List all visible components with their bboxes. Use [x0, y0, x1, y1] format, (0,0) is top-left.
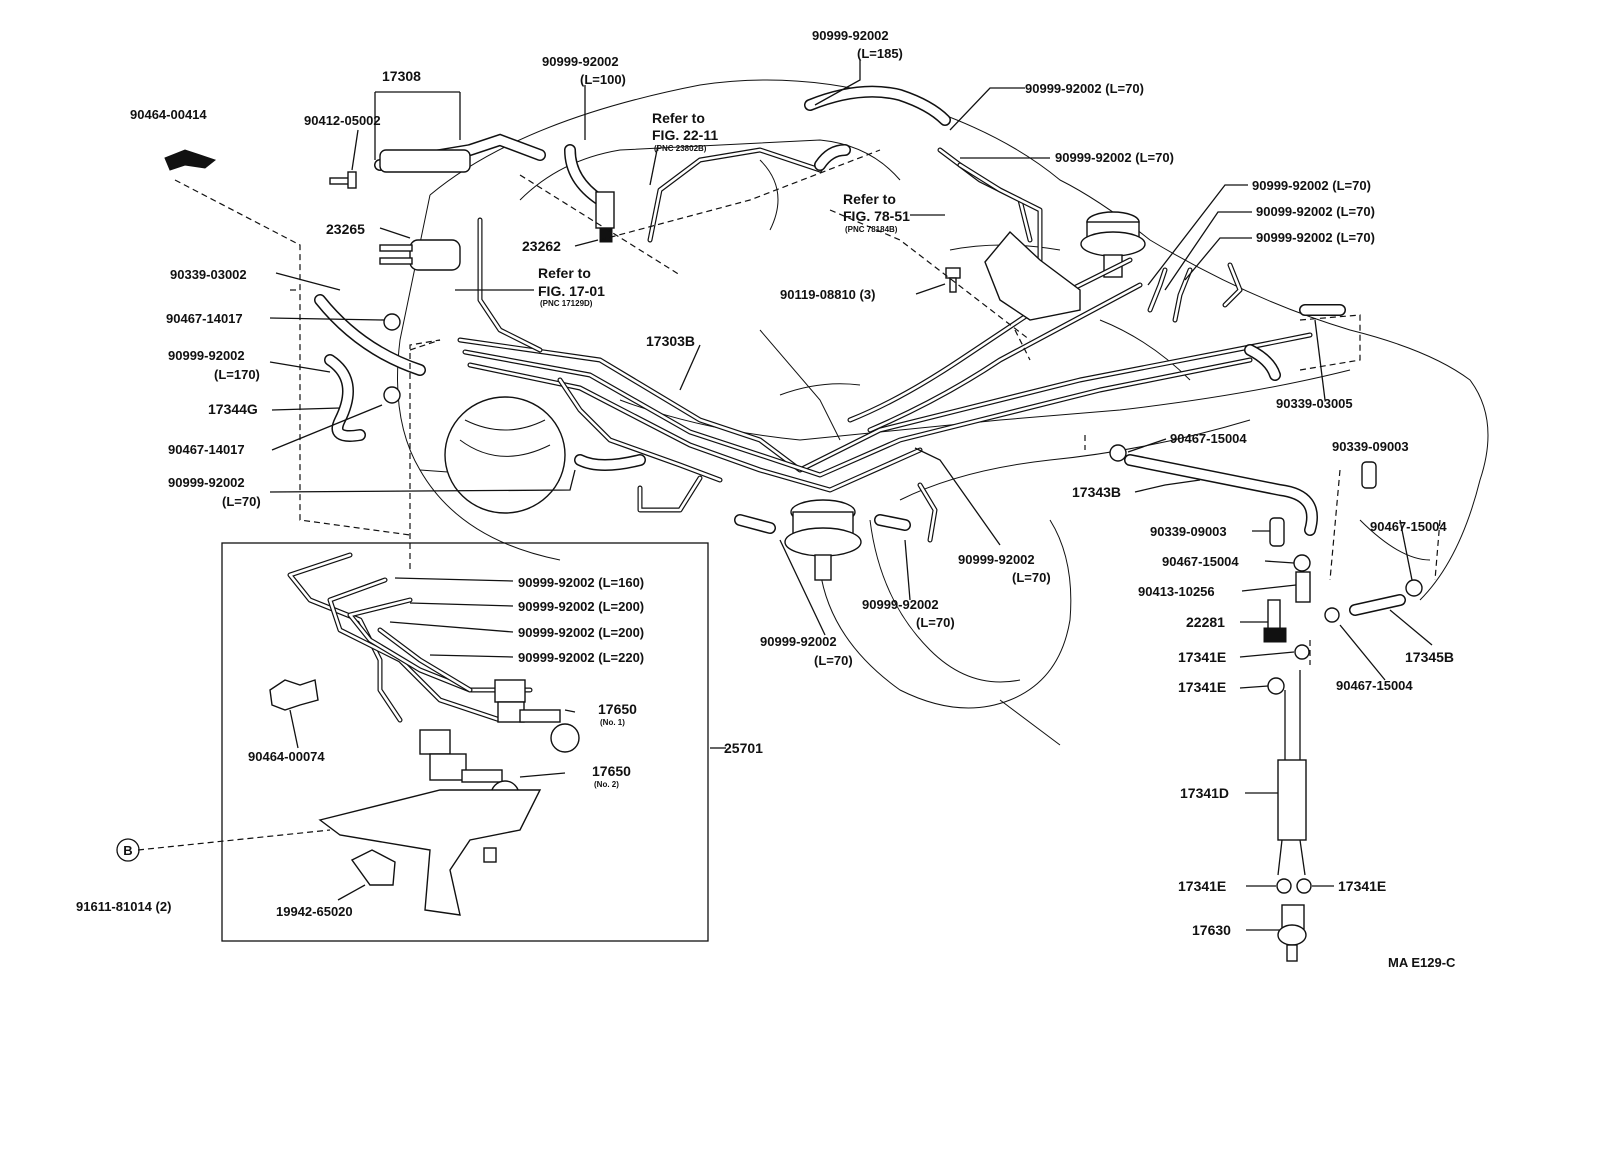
label-90999-92002-mid-a: 90999-92002: [958, 552, 1035, 567]
leader-lines: [269, 60, 1433, 931]
label-l70-left: (L=70): [222, 494, 261, 509]
rubber-hoses: [314, 85, 1406, 616]
label-90339-09003-b: 90339-09003: [1150, 524, 1227, 539]
label-17303b: 17303B: [646, 333, 695, 349]
label-90999-92002-l100: 90999-92002: [542, 54, 619, 69]
label-90467-14017-b: 90467-14017: [168, 442, 245, 457]
label-23265: 23265: [326, 221, 365, 237]
label-90413-10256: 90413-10256: [1138, 584, 1215, 599]
label-90467-14017-a: 90467-14017: [166, 311, 243, 326]
label-90999-92002-l200-a: 90999-92002 (L=200): [518, 599, 644, 614]
callout-b: B: [116, 838, 140, 862]
callout-b-letter: B: [123, 843, 132, 858]
label-l185: (L=185): [857, 46, 903, 61]
vacuum-modulator: [784, 499, 862, 581]
label-refer-22-line1: Refer to: [652, 110, 705, 126]
charcoal-canister: [444, 396, 566, 514]
label-17341d: 17341D: [1180, 785, 1229, 801]
label-17308: 17308: [382, 68, 421, 84]
label-17650-no2: 17650: [592, 763, 631, 779]
label-refer-17-line2: FIG. 17-01: [538, 283, 605, 299]
label-17343b: 17343B: [1072, 484, 1121, 500]
upper-actuator: [1080, 211, 1146, 278]
label-l100: (L=100): [580, 72, 626, 87]
part-labels: 90464-00414 17308 90412-05002 23265 9033…: [76, 28, 1456, 970]
label-17344g: 17344G: [208, 401, 258, 417]
label-refer-78-line1: Refer to: [843, 191, 896, 207]
label-refer-17-pnc: (PNC 17129D): [540, 299, 593, 308]
vacuum-pipes: [457, 147, 1313, 543]
label-90999-92002-l70-top1: 90999-92002 (L=70): [1025, 81, 1144, 96]
label-refer-78-line2: FIG. 78-51: [843, 208, 910, 224]
label-90339-03002: 90339-03002: [170, 267, 247, 282]
label-90119-08810: 90119-08810 (3): [780, 287, 875, 302]
label-17341e-4: 17341E: [1338, 878, 1386, 894]
label-17341e-1: 17341E: [1178, 649, 1226, 665]
label-22281: 22281: [1186, 614, 1225, 630]
label-91611-81014: 91611-81014 (2): [76, 899, 171, 914]
label-90999-92002-l200-b: 90999-92002 (L=200): [518, 625, 644, 640]
inset-box-25701: [221, 542, 709, 942]
label-90467-15004-d: 90467-15004: [1336, 678, 1413, 693]
label-17630: 17630: [1192, 922, 1231, 938]
label-refer-22-line2: FIG. 22-11: [652, 127, 718, 143]
label-17345b: 17345B: [1405, 649, 1454, 665]
label-19942-65020: 19942-65020: [276, 904, 353, 919]
label-90999-92002-l70-top2: 90999-92002 (L=70): [1055, 150, 1174, 165]
label-17341e-2: 17341E: [1178, 679, 1226, 695]
label-90467-15004-b: 90467-15004: [1162, 554, 1239, 569]
label-90999-92002-l70-left: 90999-92002: [168, 475, 245, 490]
label-refer-78-pnc: (PNC 78184B): [845, 225, 898, 234]
label-refer-17-line1: Refer to: [538, 265, 591, 281]
label-17341e-3: 17341E: [1178, 878, 1226, 894]
label-90467-15004-c: 90467-15004: [1370, 519, 1447, 534]
label-l70-mid-b: (L=70): [916, 615, 955, 630]
label-90467-15004-a: 90467-15004: [1170, 431, 1247, 446]
label-no1: (No. 1): [600, 718, 625, 727]
label-no2: (No. 2): [594, 780, 619, 789]
label-90999-92002-l220: 90999-92002 (L=220): [518, 650, 644, 665]
label-90339-09003-a: 90339-09003: [1332, 439, 1409, 454]
label-90999-92002-l185: 90999-92002: [812, 28, 889, 43]
label-90999-92002-mid-c: 90999-92002: [760, 634, 837, 649]
label-90999-92002-l160: 90999-92002 (L=160): [518, 575, 644, 590]
small-parts: [164, 149, 1423, 962]
label-90999-92002-l70-r1: 90999-92002 (L=70): [1252, 178, 1371, 193]
label-l170: (L=170): [214, 367, 260, 382]
label-l70-mid-c: (L=70): [814, 653, 853, 668]
label-90099-92002-l70-r2: 90099-92002 (L=70): [1256, 204, 1375, 219]
label-90999-92002-l170: 90999-92002: [168, 348, 245, 363]
label-l70-mid-a: (L=70): [1012, 570, 1051, 585]
label-90464-00074: 90464-00074: [248, 749, 325, 764]
label-90999-92002-mid-b: 90999-92002: [862, 597, 939, 612]
figure-code: MA E129-C: [1388, 955, 1456, 970]
guide-lines: [137, 149, 1441, 851]
label-refer-22-pnc: (PNC 23802B): [654, 144, 707, 153]
label-23262: 23262: [522, 238, 561, 254]
label-25701: 25701: [724, 740, 763, 756]
label-90999-92002-l70-r3: 90999-92002 (L=70): [1256, 230, 1375, 245]
label-17650-no1: 17650: [598, 701, 637, 717]
label-90412-05002: 90412-05002: [304, 113, 381, 128]
inset-frame: [221, 542, 709, 942]
label-90339-03005: 90339-03005: [1276, 396, 1353, 411]
label-90464-00414: 90464-00414: [130, 107, 207, 122]
